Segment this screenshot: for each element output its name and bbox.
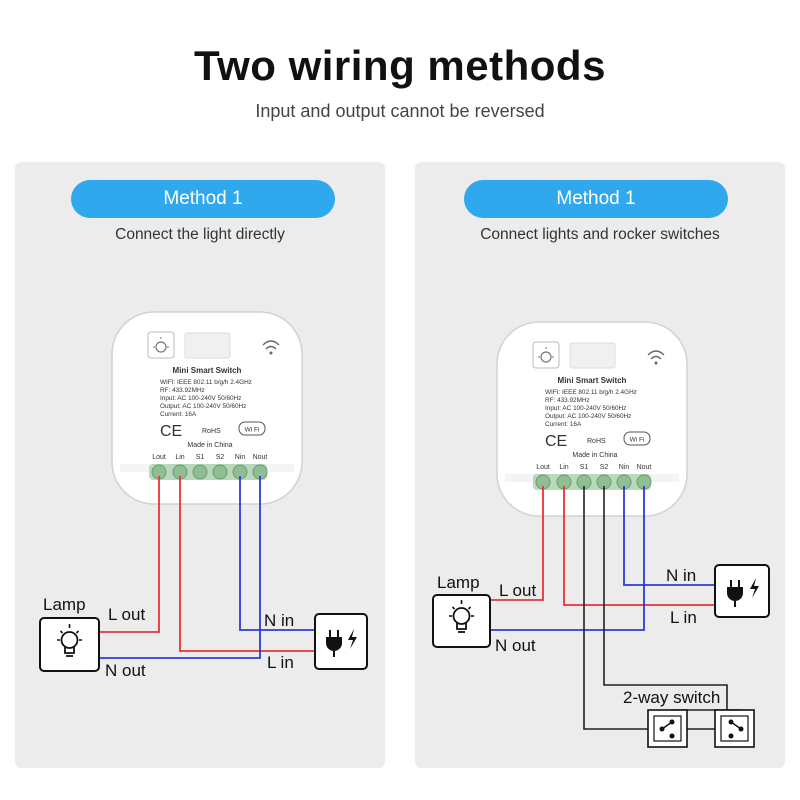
terminal-label: Nin — [619, 464, 630, 471]
lamp-icon — [432, 594, 491, 648]
wire-l-in — [179, 476, 315, 652]
lamp-label: Lamp — [437, 573, 480, 592]
n-out-label: N out — [495, 636, 536, 655]
wifi-logo: Wi Fi — [238, 421, 266, 436]
device-spec: Input: AC 100-240V 50/60Hz — [160, 395, 241, 402]
page-title: Two wiring methods — [194, 42, 606, 89]
switch-label: 2-way switch — [623, 688, 720, 707]
terminal-block — [533, 474, 652, 490]
n-in-label: N in — [666, 566, 696, 585]
power-plug-icon — [314, 613, 368, 670]
device-spec: WIFI: IEEE 802.11 b/g/h 2.4GHz — [545, 389, 637, 396]
wire-s2 — [603, 486, 728, 722]
terminal-label: S2 — [600, 464, 609, 471]
wire-l-out — [100, 476, 160, 633]
wiring-diagram: Mini Smart Switch WIFI: IEEE 802.11 b/g/… — [39, 311, 368, 680]
wifi-signal-icon — [647, 350, 665, 365]
method-panel-1: Method 1 Connect the light directly Mini… — [15, 162, 385, 768]
method-badge: Method 1 — [71, 180, 335, 218]
light-icon — [147, 331, 175, 359]
smart-switch-module: Mini Smart Switch WIFI: IEEE 802.11 b/g/… — [111, 311, 303, 505]
wifi-signal-icon — [262, 340, 280, 355]
lamp-icon — [39, 617, 100, 672]
wire-l-out — [491, 486, 544, 601]
power-plug-icon — [714, 564, 770, 618]
device-spec: RF: 433.92MHz — [160, 387, 205, 394]
method-panel-2: Method 1 Connect lights and rocker switc… — [415, 162, 785, 768]
wire-n-in — [239, 476, 315, 631]
rohs-mark: RoHS — [587, 438, 606, 445]
terminal-label: Lout — [536, 464, 550, 471]
method-caption: Connect the light directly — [115, 226, 285, 243]
terminal-block — [149, 464, 268, 480]
l-in-label: L in — [670, 608, 697, 627]
wire-n-out — [491, 486, 645, 631]
terminal-label: Lin — [175, 454, 184, 461]
terminal-label: S2 — [216, 454, 225, 461]
rocker-switch-icon — [647, 709, 688, 748]
device-spec: WIFI: IEEE 802.11 b/g/h 2.4GHz — [160, 379, 252, 386]
l-out-label: L out — [108, 605, 145, 624]
terminal-label: Nout — [637, 464, 652, 471]
wire-l-in — [563, 486, 715, 606]
wire-n-out — [100, 476, 261, 659]
light-icon — [532, 341, 560, 369]
device-spec: Current: 16A — [160, 411, 197, 418]
device-name: Mini Smart Switch — [173, 366, 242, 375]
rohs-mark: RoHS — [202, 428, 221, 435]
ce-mark: CE — [545, 433, 567, 450]
device-name: Mini Smart Switch — [558, 376, 627, 385]
device-spec: Input: AC 100-240V 50/60Hz — [545, 405, 626, 412]
device-spec: Output: AC 100-240V 50/60Hz — [545, 413, 631, 420]
wiring-diagram: Mini Smart Switch WIFI: IEEE 802.11 b/g/… — [432, 321, 770, 748]
wifi-logo: Wi Fi — [623, 431, 651, 446]
n-in-label: N in — [264, 611, 294, 630]
terminal-label: S1 — [580, 464, 589, 471]
ce-mark: CE — [160, 423, 182, 440]
method-badge: Method 1 — [464, 180, 728, 218]
page-subtitle: Input and output cannot be reversed — [255, 101, 545, 121]
svg-text:Wi Fi: Wi Fi — [245, 427, 260, 434]
l-in-label: L in — [267, 653, 294, 672]
device-spec: Output: AC 100-240V 50/60Hz — [160, 403, 246, 410]
made-in-label: Made in China — [572, 452, 617, 459]
terminal-label: Nin — [235, 454, 246, 461]
rocker-switch-icon — [714, 709, 755, 748]
terminal-label: Nout — [253, 454, 268, 461]
terminal-label: Lin — [559, 464, 568, 471]
terminal-label: Lout — [152, 454, 166, 461]
device-spec: Current: 16A — [545, 421, 582, 428]
method-caption: Connect lights and rocker switches — [480, 226, 720, 243]
smart-switch-module: Mini Smart Switch WIFI: IEEE 802.11 b/g/… — [496, 321, 688, 517]
l-out-label: L out — [499, 581, 536, 600]
device-spec: RF: 433.92MHz — [545, 397, 590, 404]
n-out-label: N out — [105, 661, 146, 680]
terminal-label: S1 — [196, 454, 205, 461]
wire-s1 — [583, 486, 662, 730]
svg-text:Wi Fi: Wi Fi — [630, 437, 645, 444]
wire-n-in — [623, 486, 715, 586]
made-in-label: Made in China — [187, 442, 232, 449]
lamp-label: Lamp — [43, 595, 86, 614]
